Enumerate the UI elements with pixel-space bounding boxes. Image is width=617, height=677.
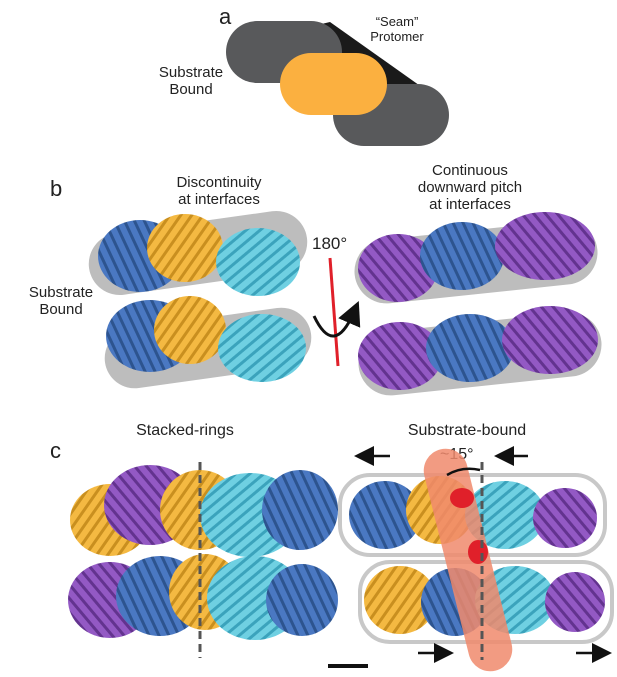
bound-purple-2 <box>545 572 605 632</box>
stacked-rings-label: Stacked-rings <box>136 422 234 439</box>
rotation-arrow <box>312 300 361 338</box>
bound-gold-2 <box>364 566 436 634</box>
right-blue-upper <box>420 222 504 290</box>
panel-c-letter: c <box>50 438 61 463</box>
rotation-label: 180° <box>312 234 348 253</box>
stacked-blue-3 <box>266 564 338 636</box>
right-purple-upper-left <box>358 234 438 302</box>
discontinuity-label: Discontinuity at interfaces <box>176 174 262 208</box>
substrate-density-1 <box>450 488 474 508</box>
substrate-density-2 <box>468 540 488 564</box>
right-purple-lower-right <box>502 306 598 374</box>
substrate-channel <box>423 448 513 672</box>
panel-b-substrate-label: Substrate Bound <box>28 284 94 318</box>
bound-purple-1 <box>533 488 597 548</box>
panel-a-letter: a <box>219 4 232 29</box>
stacked-blue-1 <box>262 470 338 550</box>
bound-blue-1 <box>349 481 421 549</box>
left-gold-lower <box>154 296 226 364</box>
panel-b-letter: b <box>50 176 63 201</box>
bound-cyan-1 <box>465 481 545 549</box>
left-cyan-lower <box>218 314 306 382</box>
scale-bar <box>328 664 368 668</box>
rotation-axis <box>328 257 340 367</box>
left-gold-upper <box>147 214 223 282</box>
angle-arc <box>446 467 481 477</box>
right-purple-upper-right <box>495 212 595 280</box>
substrate-bound-label: Substrate-bound <box>407 422 527 439</box>
right-blue-lower <box>426 314 514 382</box>
continuous-label: Continuous downward pitch at interfaces <box>417 162 523 213</box>
right-purple-lower-left <box>358 322 442 390</box>
seam-protomer <box>280 53 387 115</box>
panel-a-seam-label: “Seam” Protomer <box>370 14 424 44</box>
left-cyan-upper <box>216 228 300 296</box>
panel-a-substrate-label: Substrate Bound <box>158 64 224 98</box>
